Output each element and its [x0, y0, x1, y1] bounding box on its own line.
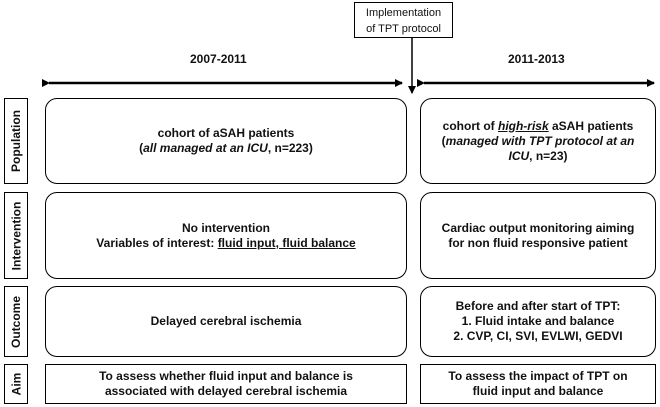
- implementation-line1: Implementation: [365, 7, 442, 19]
- aim-right-line2: fluid input and balance: [472, 384, 604, 398]
- intervention-left-line1: No intervention: [181, 220, 270, 235]
- aim-left-line1: To assess whether fluid input and balanc…: [99, 369, 353, 383]
- row-label-aim: Aim: [4, 364, 28, 404]
- implementation-line2: of TPT protocol: [366, 23, 441, 35]
- intervention-left-box: No intervention Variables of interest: f…: [45, 192, 407, 279]
- population-right-line1: cohort of high-risk aSAH patients: [442, 118, 634, 133]
- population-right-line2: (managed with TPT protocol at an: [441, 133, 635, 148]
- row-label-aim-text: Aim: [9, 372, 24, 396]
- outcome-left-box: Delayed cerebral ischemia: [45, 286, 407, 357]
- period-right: 2011-2013: [508, 52, 565, 66]
- row-label-population: Population: [4, 98, 28, 184]
- population-left-line1: cohort of aSAH patients: [157, 126, 295, 140]
- aim-left-line2: associated with delayed cerebral ischemi…: [104, 384, 348, 398]
- row-label-intervention-text: Intervention: [9, 201, 24, 270]
- implementation-label: Implementation of TPT protocol: [354, 2, 453, 38]
- row-label-intervention: Intervention: [4, 192, 28, 279]
- outcome-left-text: Delayed cerebral ischemia: [150, 314, 302, 328]
- aim-right-line1: To assess the impact of TPT on: [448, 369, 628, 383]
- population-right-line3: ICU, n=23): [508, 148, 568, 163]
- intervention-left-line2: Variables of interest: fluid input, flui…: [96, 235, 356, 250]
- row-label-population-text: Population: [9, 110, 23, 172]
- outcome-right-line3: 2. CVP, CI, SVI, EVLWI, GEDVI: [453, 329, 623, 343]
- intervention-right-line1: Cardiac output monitoring aiming: [441, 220, 635, 235]
- population-left-box: cohort of aSAH patients (all managed at …: [45, 98, 407, 184]
- outcome-right-line2: 1. Fluid intake and balance: [461, 314, 615, 328]
- row-label-outcome: Outcome: [4, 286, 28, 357]
- intervention-right-line2: for non fluid responsive patient: [448, 235, 628, 250]
- row-label-outcome-text: Outcome: [9, 295, 24, 348]
- aim-right-box: To assess the impact of TPT on fluid inp…: [420, 364, 656, 404]
- intervention-right-box: Cardiac output monitoring aiming for non…: [420, 192, 656, 279]
- population-left-line2: (all managed at an ICU, n=223): [139, 141, 313, 155]
- population-right-box: cohort of high-risk aSAH patients (manag…: [420, 98, 656, 184]
- aim-left-box: To assess whether fluid input and balanc…: [45, 364, 407, 404]
- outcome-right-box: Before and after start of TPT: 1. Fluid …: [420, 286, 656, 357]
- outcome-right-line1: Before and after start of TPT:: [455, 299, 621, 313]
- period-left: 2007-2011: [190, 52, 247, 66]
